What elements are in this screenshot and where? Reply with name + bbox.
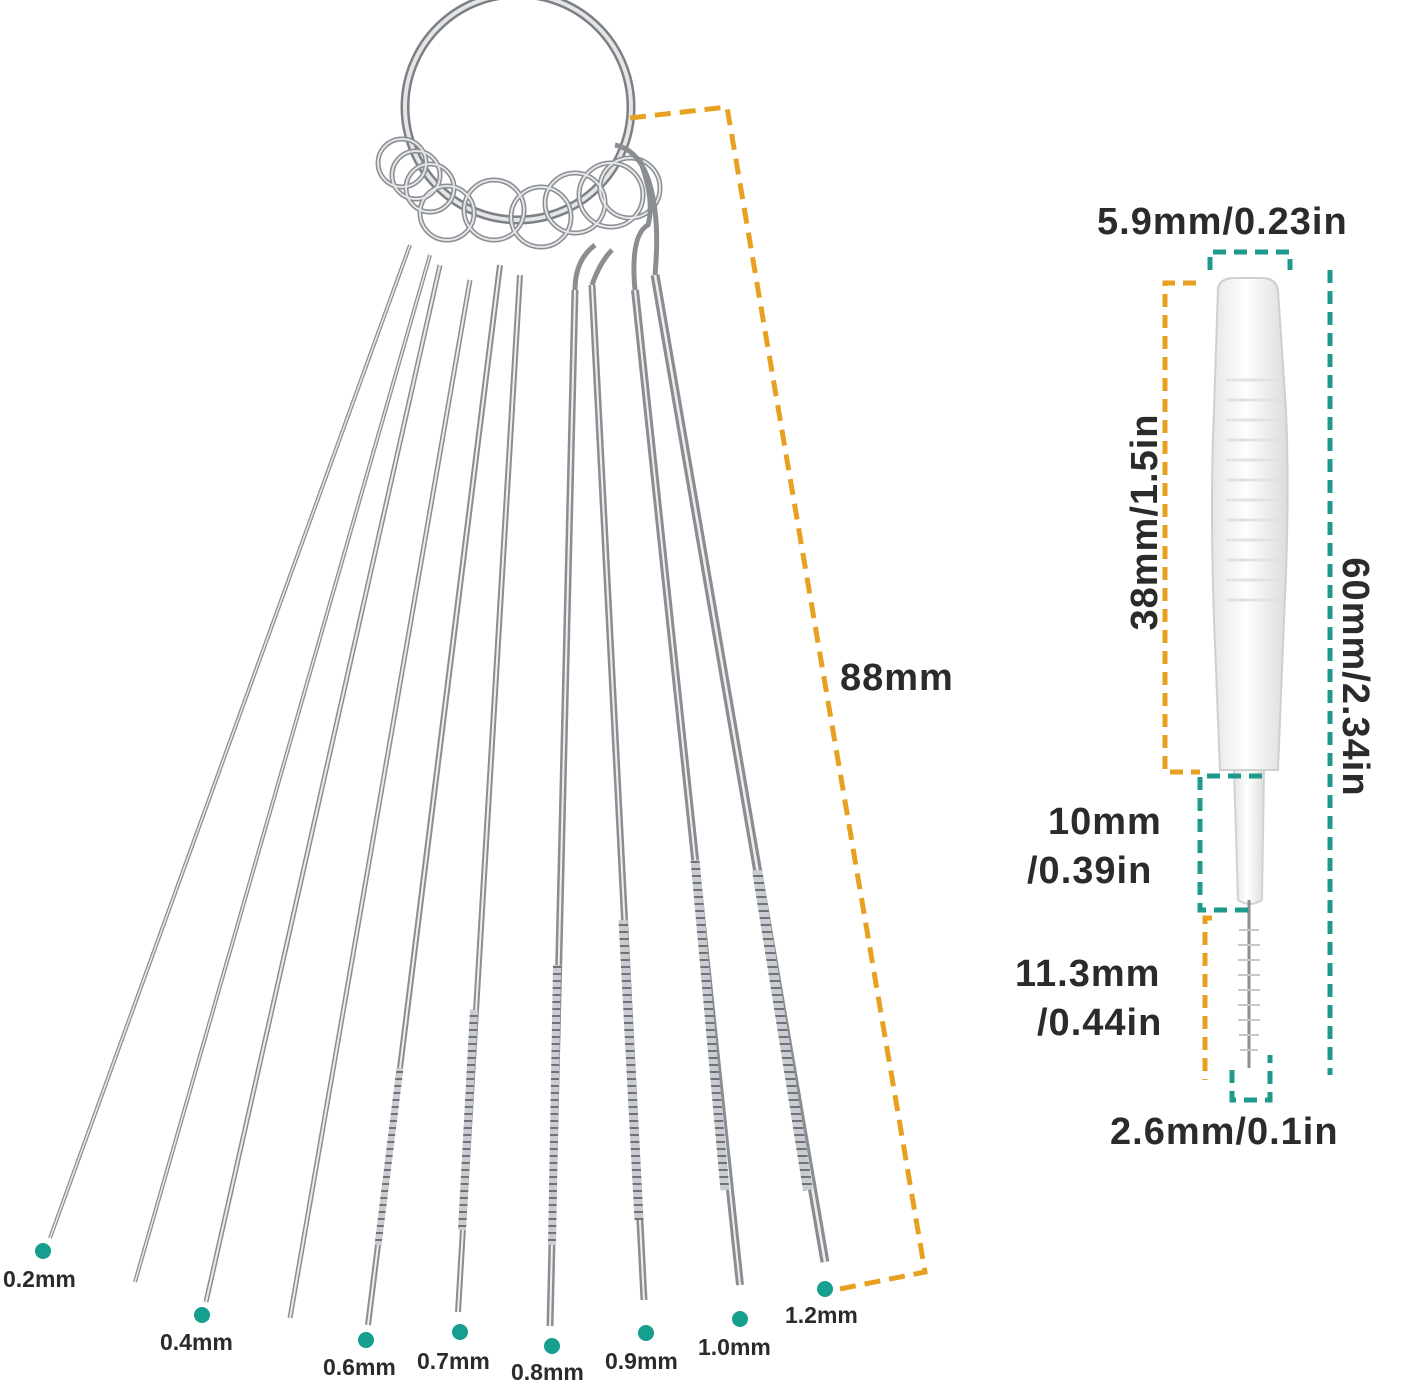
needle-label-0-2mm: 0.2mm (3, 1266, 76, 1292)
bristle-length-label-2: /0.44in (1037, 1002, 1163, 1044)
needle-1-0mm (631, 289, 744, 1286)
needle-label-0-4mm: 0.4mm (160, 1329, 233, 1355)
needle-0-9mm (588, 284, 648, 1301)
tip-width-label: 2.6mm/0.1in (1110, 1111, 1339, 1153)
neck-length-label-1: 10mm (1048, 801, 1162, 843)
handle-length-label: 38mm/1.5in (1124, 413, 1166, 631)
needle-label-1-2mm: 1.2mm (785, 1302, 858, 1328)
needle-0-6mm (365, 264, 503, 1326)
needle-0-2mm (48, 244, 412, 1239)
needle-label-1-0mm: 1.0mm (698, 1334, 771, 1360)
needle-0-7mm (455, 274, 523, 1313)
needle-label-0-8mm: 0.8mm (511, 1359, 584, 1385)
neck-length-label-2: /0.39in (1027, 850, 1153, 892)
needle-dots (35, 1243, 833, 1354)
needle-label-0-7mm: 0.7mm (417, 1348, 490, 1374)
needle-label-0-6mm: 0.6mm (323, 1354, 396, 1380)
needle-length-label: 88mm (840, 657, 954, 699)
brush-width-label: 5.9mm/0.23in (1097, 201, 1348, 243)
key-ring (400, 0, 636, 225)
bristle-length-label-1: 11.3mm (1015, 953, 1161, 995)
needle-label-0-9mm: 0.9mm (605, 1348, 678, 1374)
needle-0-4mm (203, 264, 443, 1303)
needle-0-8mm (546, 289, 579, 1327)
needle-extra-1 (133, 254, 432, 1283)
needle-1-2mm (650, 274, 830, 1263)
needle-extra-2 (287, 279, 473, 1319)
needle-length-bracket (629, 104, 928, 1293)
total-length-label: 60mm/2.34in (1334, 557, 1376, 797)
brush-dimension-lines (1162, 249, 1333, 1103)
cleaning-brush (1211, 277, 1289, 1068)
